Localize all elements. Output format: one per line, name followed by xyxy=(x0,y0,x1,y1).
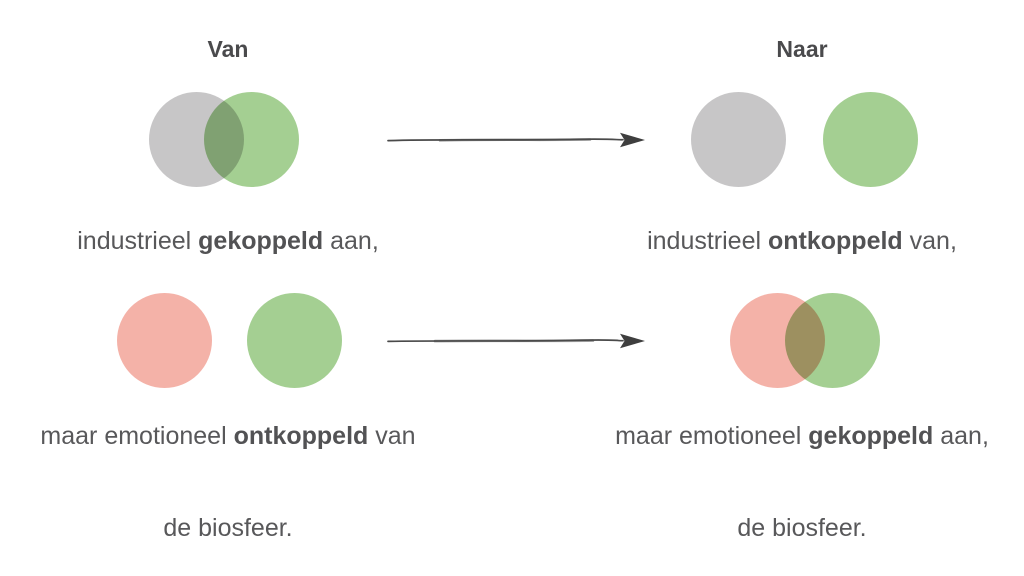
green-circle xyxy=(204,92,299,187)
arrow-right-icon xyxy=(387,132,645,148)
caption-text: industrieel xyxy=(647,227,768,255)
caption-text: maar emotioneel xyxy=(615,422,809,450)
caption-text: industrieel xyxy=(77,227,199,255)
caption-text: aan, xyxy=(323,227,379,255)
caption-emotional-van: maar emotioneel ontkoppeld van xyxy=(0,420,456,452)
footer-biosphere-van: de biosfeer. xyxy=(163,514,293,542)
caption-text: aan, xyxy=(933,422,989,450)
green-circle xyxy=(823,92,918,187)
caption-text: maar emotioneel xyxy=(40,422,234,450)
caption-industrial-naar: industrieel ontkoppeld van, xyxy=(574,225,1024,257)
column-heading-van: Van xyxy=(207,36,249,62)
caption-keyword: ontkoppeld xyxy=(767,227,903,255)
arrow-right-icon xyxy=(387,333,645,349)
green-circle xyxy=(247,293,342,388)
caption-keyword: gekoppeld xyxy=(198,227,324,255)
caption-emotional-naar: maar emotioneel gekoppeld aan, xyxy=(574,420,1024,452)
caption-text: van, xyxy=(902,227,957,255)
caption-keyword: ontkoppeld xyxy=(233,422,369,450)
column-heading-naar: Naar xyxy=(776,36,828,62)
green-circle xyxy=(785,293,880,388)
caption-text: van xyxy=(368,422,416,450)
caption-industrial-van: industrieel gekoppeld aan, xyxy=(0,225,456,257)
gray-circle xyxy=(691,92,786,187)
footer-biosphere-naar: de biosfeer. xyxy=(737,514,867,542)
caption-keyword: gekoppeld xyxy=(808,422,934,450)
red-circle xyxy=(117,293,212,388)
